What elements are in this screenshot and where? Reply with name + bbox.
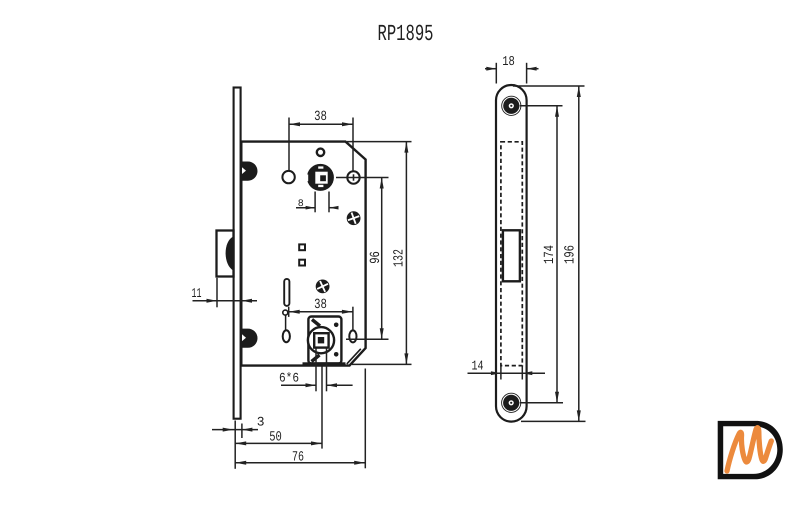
svg-text:18: 18	[502, 55, 515, 70]
svg-text:3: 3	[257, 415, 265, 430]
svg-text:8: 8	[298, 199, 304, 210]
svg-text:76: 76	[292, 450, 304, 466]
svg-text:174: 174	[542, 245, 558, 264]
svg-text:50: 50	[269, 430, 282, 446]
svg-text:38: 38	[314, 109, 327, 125]
svg-text:196: 196	[563, 245, 579, 264]
svg-text:132: 132	[392, 249, 408, 267]
svg-text:14: 14	[472, 360, 484, 375]
svg-text:RP1895: RP1895	[378, 21, 434, 47]
svg-text:6*6: 6*6	[279, 371, 299, 386]
svg-text:38: 38	[314, 297, 327, 313]
svg-text:96: 96	[368, 251, 384, 264]
svg-text:11: 11	[192, 287, 202, 302]
